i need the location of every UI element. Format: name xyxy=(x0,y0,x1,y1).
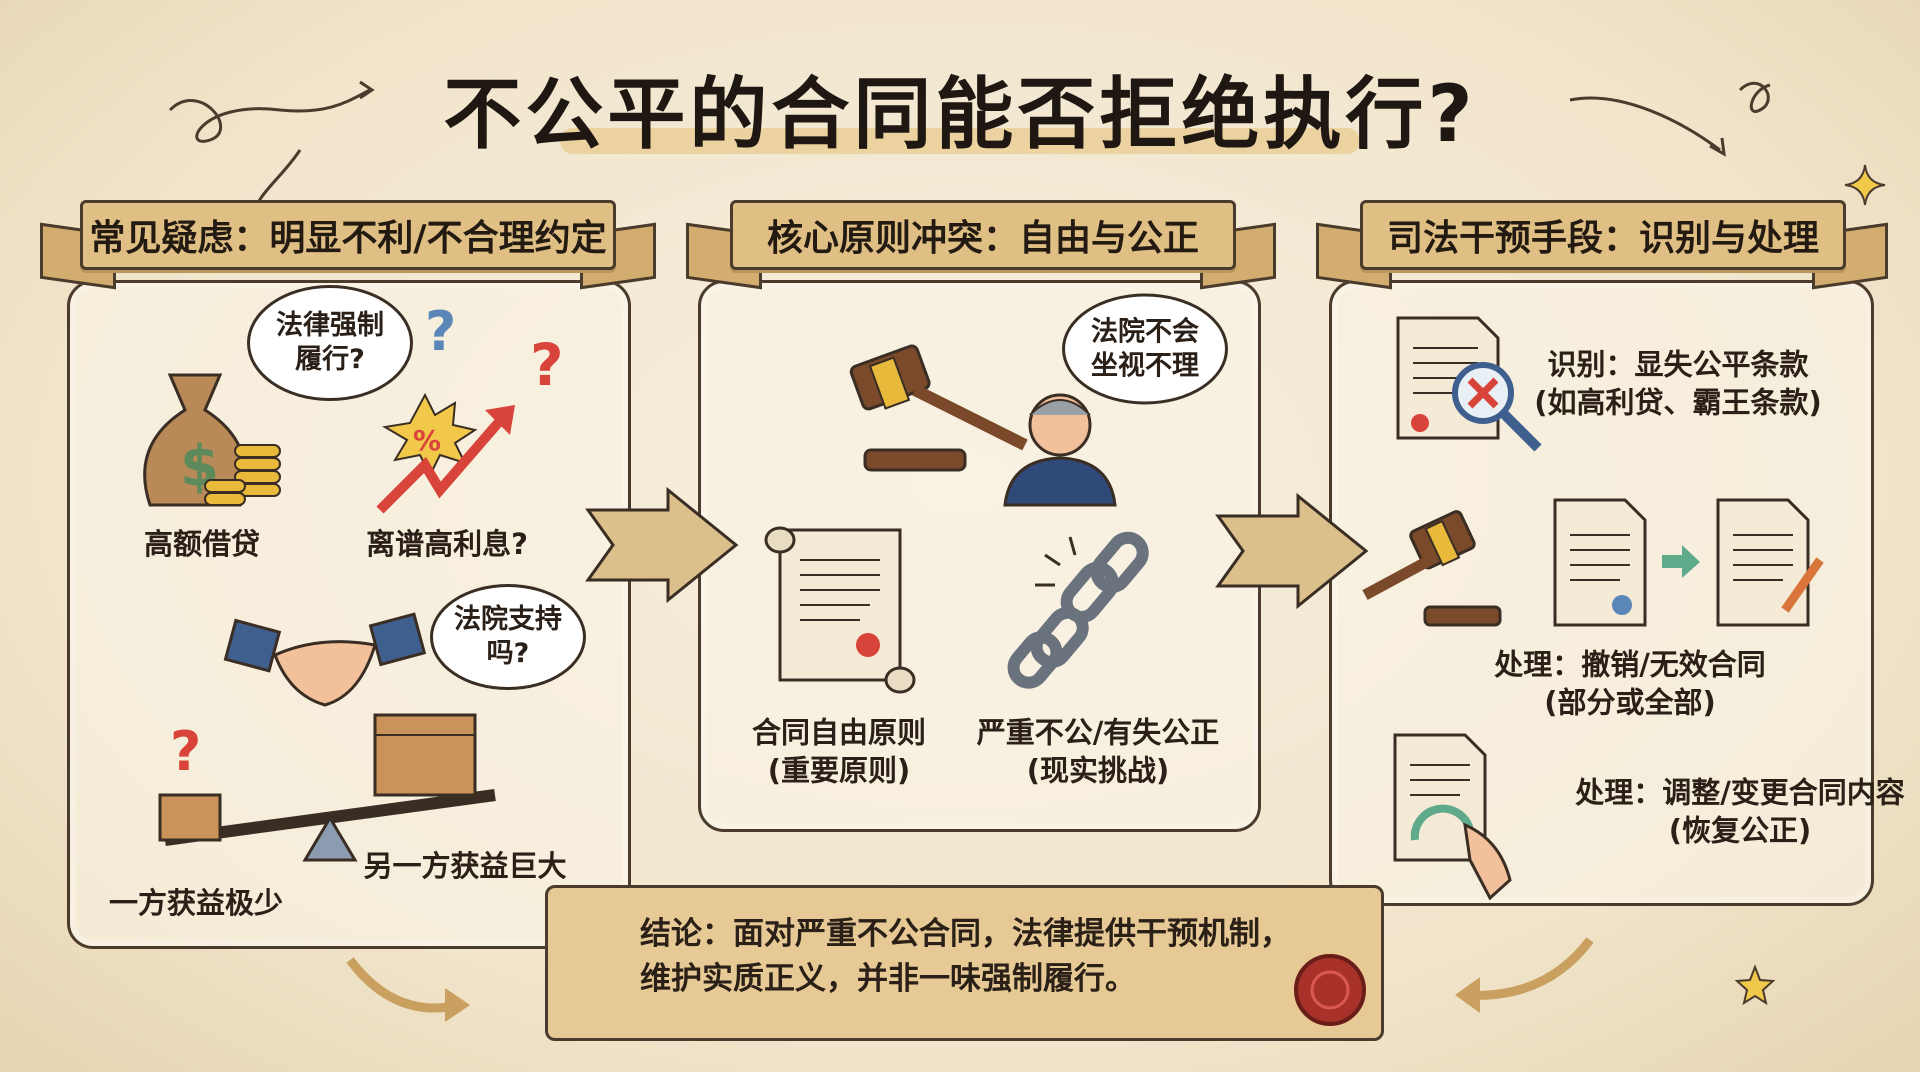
label-line: 严重不公/有失公正 xyxy=(976,715,1220,750)
label-line: 识别：显失公平条款 xyxy=(1547,347,1809,382)
bubble-text: 吗? xyxy=(486,638,530,669)
label-line: 合同自由原则 xyxy=(751,715,927,750)
banner-judicial-intervention: 司法干预手段：识别与处理 xyxy=(1360,200,1846,270)
svg-text:?: ? xyxy=(425,300,456,363)
conclusion-text: 结论：面对严重不公合同，法律提供干预机制， 维护实质正义，并非一味强制履行。 xyxy=(640,912,1291,1002)
label-revoke-invalidate: 处理：撤销/无效合同(部分或全部) xyxy=(1494,646,1766,721)
page-title: 不公平的合同能否拒绝执行? xyxy=(443,70,1477,160)
document-magnifier-icon xyxy=(1396,316,1542,452)
label-line: 处理：调整/变更合同内容 xyxy=(1575,775,1905,810)
label-identify-unfair-terms: 识别：显失公平条款(如高利贷、霸王条款) xyxy=(1534,346,1822,421)
thought-bubble-court-support: 法院支持吗? xyxy=(430,584,586,690)
label-line: 处理：撤销/无效合同 xyxy=(1494,647,1766,682)
svg-text:%: % xyxy=(413,424,441,457)
banner-core-conflict: 核心原则冲突：自由与公正 xyxy=(730,200,1236,270)
swirl-decoration-right xyxy=(1569,81,1771,157)
label-line: (如高利贷、霸王条款) xyxy=(1534,385,1822,419)
interest-rising-arrow-icon: % xyxy=(376,392,515,514)
gavel-icon xyxy=(1362,510,1502,627)
label-line: (重要原则) xyxy=(767,753,911,787)
broken-chain-icon xyxy=(1007,531,1149,689)
svg-text:?: ? xyxy=(530,331,564,399)
star-icon xyxy=(1734,964,1776,1006)
bubble-text: 法院支持 xyxy=(454,604,562,636)
label-line: (部分或全部) xyxy=(1544,685,1716,719)
sparkle-icon xyxy=(1844,164,1886,206)
thought-bubble-enforce: 法律强制履行? xyxy=(247,285,413,401)
label-big-gain: 另一方获益巨大 xyxy=(363,849,567,884)
curved-arrow-right-icon xyxy=(1455,937,1594,1013)
label-adjust-contract: 处理：调整/变更合同内容(恢复公正) xyxy=(1575,774,1905,849)
document-to-revised-icon xyxy=(1553,498,1824,627)
label-freedom-principle: 合同自由原则(重要原则) xyxy=(752,714,926,789)
label-high-loan: 高额借贷 xyxy=(143,527,261,562)
wax-seal-icon xyxy=(1294,954,1366,1026)
judge-thinking-icon xyxy=(1003,393,1117,507)
label-small-gain: 一方获益极少 xyxy=(108,886,284,921)
thought-bubble-court-not-ignore: 法院不会坐视不理 xyxy=(1062,293,1228,405)
contract-scroll-icon xyxy=(764,526,916,694)
question-mark-icon: ?? xyxy=(425,300,564,399)
label-high-interest: 离谱高利息? xyxy=(366,527,528,562)
conclusion-scroll xyxy=(545,885,1384,1041)
money-bag-icon: $ xyxy=(143,373,281,507)
flow-arrow-right-icon xyxy=(1215,492,1369,610)
gavel-icon xyxy=(849,344,1028,472)
label-serious-unfairness: 严重不公/有失公正(现实挑战) xyxy=(977,714,1220,789)
bubble-text: 履行? xyxy=(295,344,365,375)
label-line: (恢复公正) xyxy=(1668,813,1812,847)
banner-common-concerns: 常见疑虑：明显不利/不合理约定 xyxy=(80,200,616,270)
unbalanced-scale-icon: ? xyxy=(158,713,496,862)
title-highlight xyxy=(560,128,1360,154)
flow-arrow-right-icon xyxy=(585,486,739,604)
handshake-icon xyxy=(223,612,427,707)
conclusion-line: 结论：面对严重不公合同，法律提供干预机制， xyxy=(640,916,1291,952)
swirl-decoration-left xyxy=(168,80,375,221)
bubble-text: 坐视不理 xyxy=(1091,350,1199,381)
document-adjust-dial-icon xyxy=(1393,733,1512,901)
curved-arrow-left-icon xyxy=(346,957,470,1022)
bubble-text: 法律强制 xyxy=(276,310,384,342)
bubble-text: 法院不会 xyxy=(1091,316,1199,348)
label-line: (现实挑战) xyxy=(1026,753,1170,787)
svg-text:?: ? xyxy=(170,720,201,783)
conclusion-line: 维护实质正义，并非一味强制履行。 xyxy=(640,960,1136,997)
